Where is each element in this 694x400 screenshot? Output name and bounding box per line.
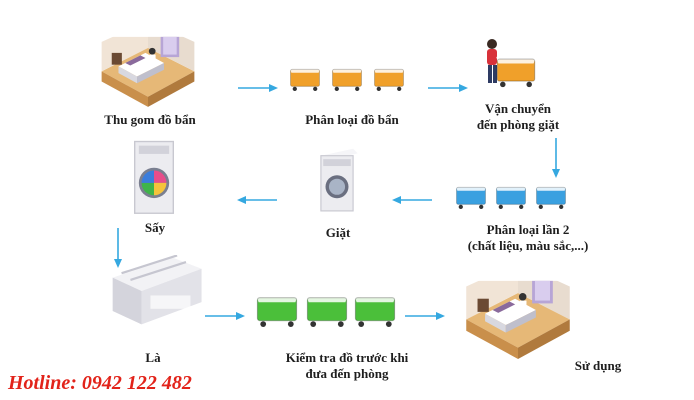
green-cart-icon [352, 286, 398, 330]
hotel-room-icon [92, 20, 204, 106]
step-collect-label: Thu gom đồ bẩn [104, 112, 196, 127]
green-cart-icon [254, 286, 300, 330]
step-sort1-label: Phân loại đồ bẩn [305, 112, 399, 127]
hotline-text: Hotline: 0942 122 482 [8, 372, 192, 394]
blue-cart-icon [494, 178, 528, 212]
step-transport-label-line2: đến phòng giặt [476, 117, 560, 132]
orange-cart-icon [288, 62, 322, 92]
green-cart-icon [304, 286, 350, 330]
blue-cart-icon [454, 178, 488, 212]
step-iron-label: Là [145, 350, 161, 365]
orange-cart-icon [330, 62, 364, 92]
step-sort2-label-line2: (chất liệu, màu sắc,...) [467, 238, 589, 253]
orange-cart-icon [494, 50, 538, 88]
arrow-1 [238, 80, 278, 98]
step-wash-label: Giặt [325, 225, 351, 240]
step-inspect-label-line2: đưa đến phòng [305, 366, 389, 381]
arrow-2 [428, 80, 468, 98]
step-transport-label-line1: Vận chuyển [484, 101, 552, 116]
step-sort2-label-line1: Phân loại lần 2 [486, 222, 570, 237]
ironing-machine-icon [106, 255, 206, 327]
blue-cart-icon [534, 178, 568, 212]
arrow-7 [205, 308, 245, 326]
step-inspect-label-line1: Kiểm tra đồ trước khi [285, 350, 409, 365]
hotel-room-icon [452, 262, 584, 358]
orange-cart-icon [372, 62, 406, 92]
dryer-icon [126, 136, 182, 216]
worker-icon [487, 39, 497, 83]
step-dry-label: Sấy [144, 220, 166, 235]
arrow-8 [405, 308, 445, 326]
arrow-3 [551, 138, 561, 183]
arrow-4 [392, 192, 432, 210]
step-use-label: Sử dụng [574, 358, 622, 373]
washing-machine-icon [314, 148, 360, 214]
arrow-5 [237, 192, 277, 210]
